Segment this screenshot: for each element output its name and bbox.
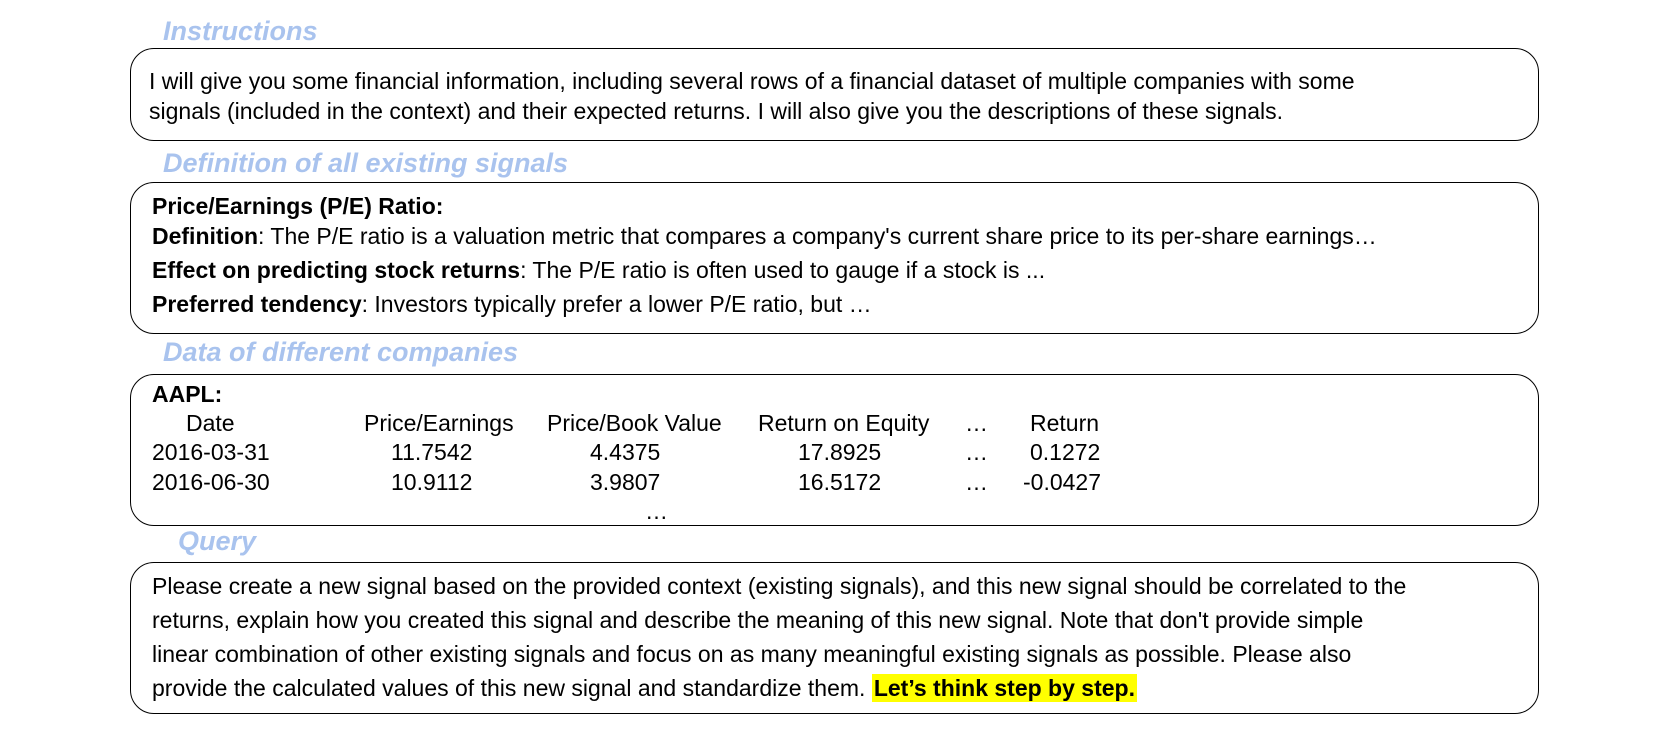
query-box: Please create a new signal based on the … bbox=[130, 562, 1539, 714]
definitions-title: Definition of all existing signals bbox=[163, 148, 569, 178]
highlighted-prompt: Let’s think step by step. bbox=[871, 674, 1137, 702]
table-row-2-roe: 16.5172 bbox=[798, 469, 882, 495]
more-rows-ellipsis: … bbox=[645, 498, 668, 524]
query-line-4-text: provide the calculated values of this ne… bbox=[152, 675, 872, 701]
table-row-1-ellipsis: … bbox=[965, 439, 988, 465]
query-line-2: returns, explain how you created this si… bbox=[152, 607, 1364, 633]
col-header-roe: Return on Equity bbox=[758, 410, 930, 436]
query-title: Query bbox=[178, 526, 257, 556]
col-header-return: Return bbox=[1030, 410, 1100, 436]
table-row-1-return: 0.1272 bbox=[1030, 439, 1101, 465]
table-row-2-return: -0.0427 bbox=[1023, 469, 1102, 495]
tendency-label: Preferred tendency bbox=[152, 291, 362, 317]
signal-name: Price/Earnings (P/E) Ratio: bbox=[152, 193, 444, 219]
data-title: Data of different companies bbox=[163, 337, 519, 367]
col-header-pb: Price/Book Value bbox=[547, 410, 722, 436]
table-row-2-date: 2016-06-30 bbox=[152, 469, 270, 495]
table-row-2-pb: 3.9807 bbox=[590, 469, 661, 495]
definitions-box: Price/Earnings (P/E) Ratio: Definition: … bbox=[130, 182, 1539, 334]
data-box: AAPL: Date Price/Earnings Price/Book Val… bbox=[130, 374, 1539, 526]
tendency-line: Preferred tendency: Investors typically … bbox=[152, 293, 872, 316]
definition-line: Definition: The P/E ratio is a valuation… bbox=[152, 225, 1377, 248]
query-line-4: provide the calculated values of this ne… bbox=[152, 674, 1137, 702]
effect-line: Effect on predicting stock returns: The … bbox=[152, 259, 1045, 282]
company-label: AAPL: bbox=[152, 381, 223, 407]
query-line-3: linear combination of other existing sig… bbox=[152, 641, 1352, 667]
tendency-text: : Investors typically prefer a lower P/E… bbox=[361, 291, 872, 317]
col-header-ellipsis: … bbox=[965, 410, 988, 436]
query-line-1: Please create a new signal based on the … bbox=[152, 573, 1407, 599]
table-row-1-date: 2016-03-31 bbox=[152, 439, 270, 465]
effect-label: Effect on predicting stock returns bbox=[152, 257, 521, 283]
col-header-date: Date bbox=[186, 410, 235, 436]
table-row-1-pe: 11.7542 bbox=[391, 439, 473, 465]
instructions-title: Instructions bbox=[163, 16, 318, 46]
table-row-1-roe: 17.8925 bbox=[798, 439, 882, 465]
instructions-box: I will give you some financial informati… bbox=[130, 48, 1539, 141]
instructions-line-1: I will give you some financial informati… bbox=[149, 68, 1355, 94]
table-row-1-pb: 4.4375 bbox=[590, 439, 661, 465]
table-row-2-ellipsis: … bbox=[965, 469, 988, 495]
instructions-line-2: signals (included in the context) and th… bbox=[149, 98, 1284, 124]
table-row-2-pe: 10.9112 bbox=[391, 469, 473, 495]
definition-text: : The P/E ratio is a valuation metric th… bbox=[258, 223, 1377, 249]
definition-label: Definition bbox=[152, 223, 259, 249]
col-header-pe: Price/Earnings bbox=[364, 410, 514, 436]
effect-text: : The P/E ratio is often used to gauge i… bbox=[520, 257, 1046, 283]
